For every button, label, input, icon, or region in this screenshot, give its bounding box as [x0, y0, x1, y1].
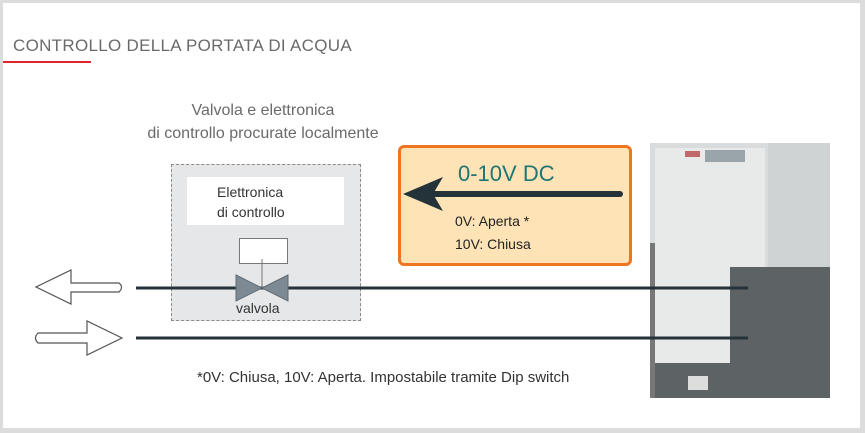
- valve-label: valvola: [236, 300, 280, 316]
- caption-line: Valvola e elettronica: [191, 102, 335, 119]
- signal-arrow-head-icon: [403, 177, 443, 211]
- piping-diagram: [34, 177, 748, 356]
- diagram-card: CONTROLLO DELLA PORTATA DI ACQUA Valvola…: [3, 3, 860, 428]
- signal-open-text: 0V: Aperta *: [455, 213, 530, 229]
- signal-closed-text: 10V: Chiusa: [455, 236, 531, 252]
- inflow-arrow-icon: [34, 320, 124, 356]
- outdoor-unit-image: [650, 143, 830, 398]
- footnote: *0V: Chiusa, 10V: Aperta. Impostabile tr…: [197, 369, 570, 386]
- control-electronics-box: Elettronica di controllo: [187, 177, 344, 225]
- valve-icon: [235, 274, 289, 302]
- valve-actuator: [239, 238, 288, 264]
- electronics-line: Elettronica: [217, 184, 284, 200]
- caption-line: di controllo procurate localmente: [147, 125, 379, 142]
- outflow-arrow-icon: [34, 269, 123, 305]
- signal-title: 0-10V DC: [458, 161, 555, 186]
- electronics-line: di controllo: [217, 204, 285, 220]
- local-supply-caption: Valvola e elettronica di controllo procu…: [123, 99, 403, 145]
- page-title: CONTROLLO DELLA PORTATA DI ACQUA: [13, 36, 352, 55]
- title-underline: [3, 61, 91, 63]
